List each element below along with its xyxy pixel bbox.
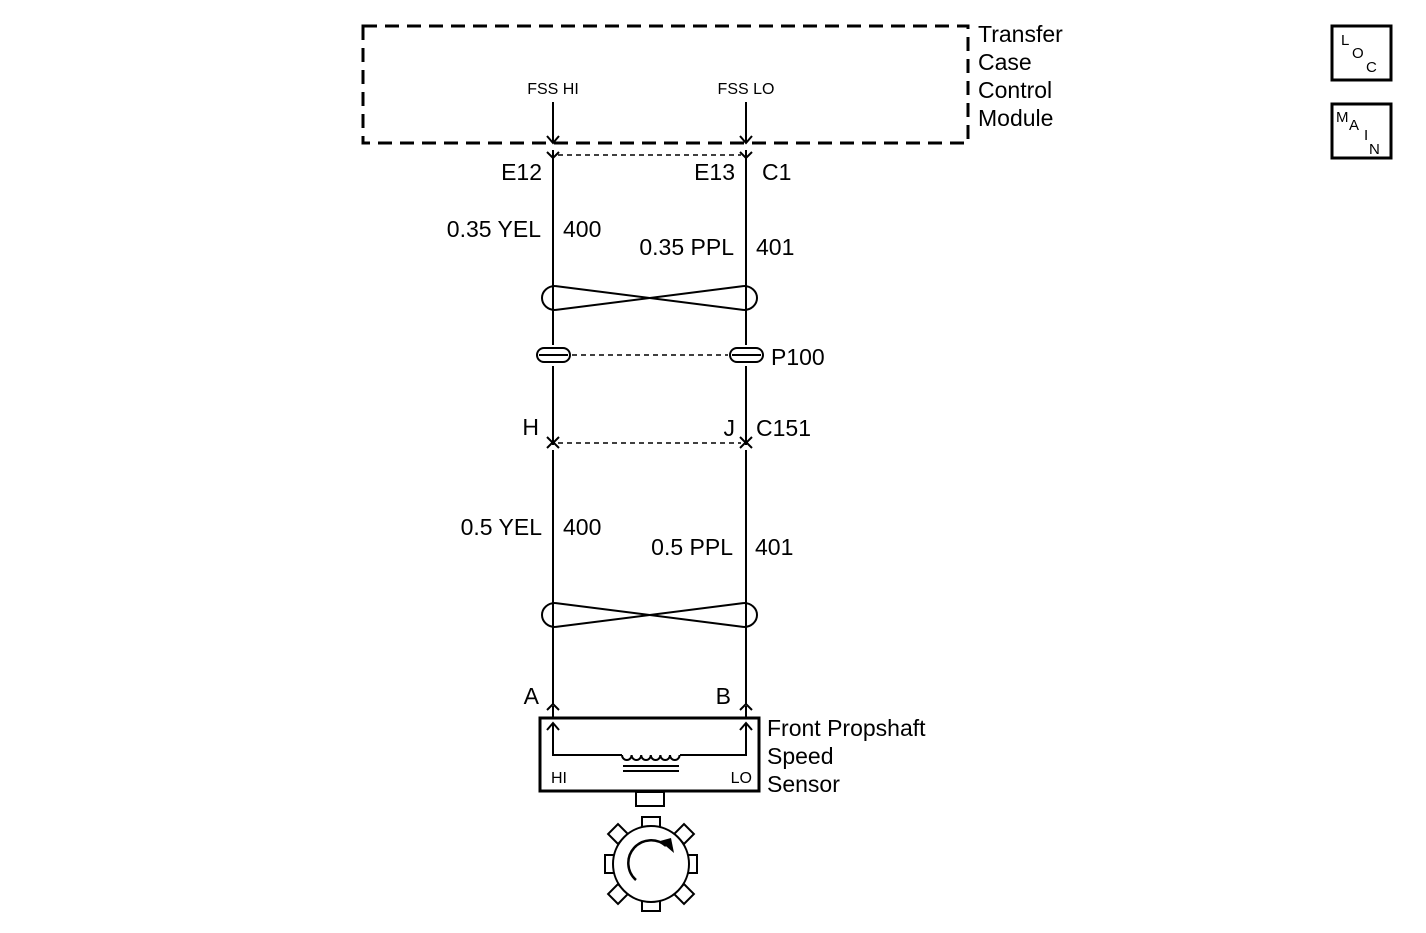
module-name-line-1: Transfer [978, 21, 1063, 47]
sensor-name-line-1: Front Propshaft [767, 715, 926, 741]
wire-401-lower-gauge-color: 0.5 PPL [651, 534, 733, 560]
module-name-line-3: Control [978, 77, 1052, 103]
c151-pin-h: H [522, 414, 539, 440]
passthrough-p100: P100 [536, 344, 825, 370]
c151-pin-j: J [724, 415, 736, 441]
wire-401-lower-circuit: 401 [755, 534, 793, 560]
main-button[interactable]: M A I N [1330, 102, 1393, 160]
wire-400-upper-gauge-color: 0.35 YEL [447, 216, 541, 242]
loc-letter-o: O [1352, 45, 1364, 62]
main-letter-n: N [1369, 141, 1380, 158]
wire-401-upper-circuit: 401 [756, 234, 794, 260]
p100-label: P100 [771, 344, 825, 370]
main-letter-a: A [1349, 117, 1359, 134]
wire-400-upper-circuit: 400 [563, 216, 601, 242]
loc-button[interactable]: L O C [1330, 24, 1393, 82]
sensor-terminal-hi: HI [551, 770, 567, 787]
connector-c151: H J C151 [522, 414, 811, 449]
sensor-coil [546, 721, 753, 772]
c1-connector-id: C1 [762, 159, 791, 185]
circuit-wires [552, 150, 747, 705]
transfer-case-control-module: Transfer Case Control Module FSS HI FSS … [361, 21, 1063, 145]
wire-400-lower-circuit: 400 [563, 514, 601, 540]
module-boundary [361, 24, 970, 145]
sensor-pin-b: B [716, 683, 731, 709]
wire-401-upper-gauge-color: 0.35 PPL [639, 234, 734, 260]
sensor-pin-a: A [524, 683, 540, 709]
module-input-arrows [546, 102, 753, 145]
module-pin-fss-lo: FSS LO [718, 81, 775, 98]
twisted-pair-upper [541, 285, 758, 311]
module-pin-fss-hi: FSS HI [527, 81, 579, 98]
loc-letter-l: L [1341, 32, 1349, 49]
module-name-line-2: Case [978, 49, 1032, 75]
connector-c1: E12 E13 C1 [501, 151, 791, 185]
module-name-line-4: Module [978, 105, 1053, 131]
sensor-name-line-3: Sensor [767, 771, 840, 797]
c1-pin-e13: E13 [694, 159, 735, 185]
front-propshaft-speed-sensor: HI LO Front Propshaft Speed Sensor [538, 715, 926, 807]
rotation-arrow [627, 839, 667, 881]
sensor-name-line-2: Speed [767, 743, 834, 769]
sensor-terminal-lo: LO [731, 770, 752, 787]
sensor-tip [635, 791, 665, 807]
sensor-connector: A B [524, 683, 753, 718]
c151-connector-id: C151 [756, 415, 811, 441]
c1-pin-e12: E12 [501, 159, 542, 185]
wire-400-lower-gauge-color: 0.5 YEL [461, 514, 543, 540]
main-letter-m: M [1336, 109, 1349, 126]
loc-letter-c: C [1366, 59, 1377, 76]
reluctor-wheel-icon [604, 816, 698, 912]
twisted-pair-lower [541, 602, 758, 628]
main-letter-i: I [1364, 127, 1368, 144]
